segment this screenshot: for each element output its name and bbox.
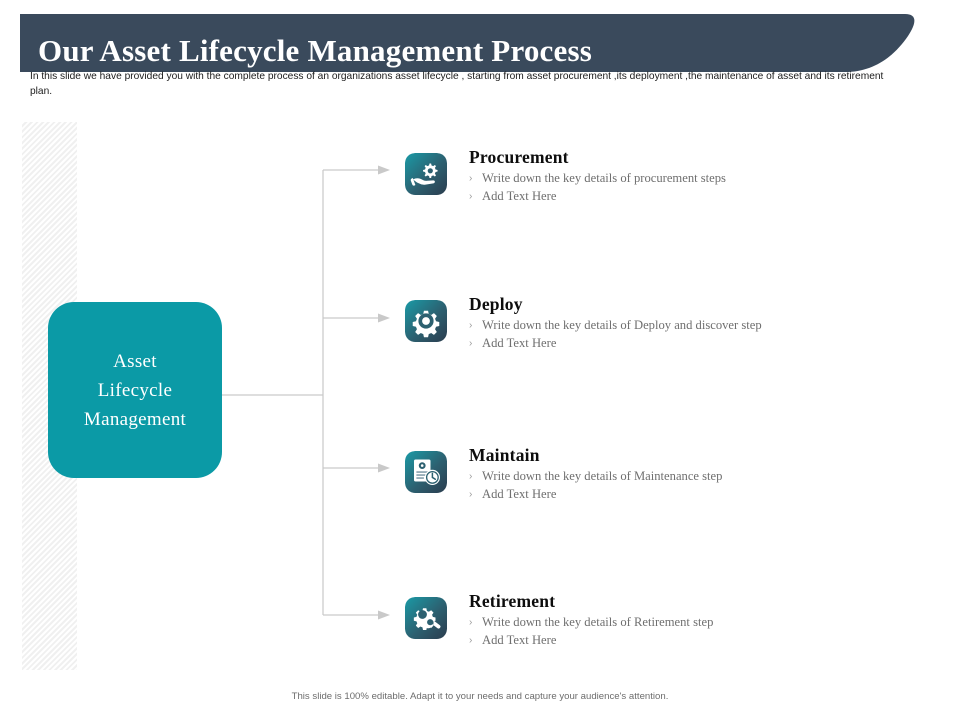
bullet-text: Write down the key details of Maintenanc… <box>482 469 723 483</box>
document-clock-icon <box>405 451 447 493</box>
step-deploy[interactable]: Deploy › Write down the key details of D… <box>405 294 885 356</box>
bullet-text: Write down the key details of Deploy and… <box>482 318 762 332</box>
gear-settings-icon <box>405 300 447 342</box>
slide-description: In this slide we have provided you with … <box>30 71 884 97</box>
chevron-right-icon: › <box>469 338 473 349</box>
step-title: Maintain <box>469 445 540 465</box>
bullet-text: Add Text Here <box>482 336 557 350</box>
bullet-item: › Write down the key details of procurem… <box>469 170 885 187</box>
bullet-item: › Add Text Here <box>469 486 885 503</box>
bullet-item: › Write down the key details of Retireme… <box>469 614 885 631</box>
chevron-right-icon: › <box>469 320 473 331</box>
step-body: Procurement › Write down the key details… <box>469 147 885 205</box>
step-title: Procurement <box>469 147 569 167</box>
chevron-right-icon: › <box>469 617 473 628</box>
core-node-label: Asset Lifecycle Management <box>83 350 187 430</box>
bullet-text: Add Text Here <box>482 487 557 501</box>
bullet-text: Write down the key details of Retirement… <box>482 615 714 629</box>
bullet-item: › Write down the key details of Maintena… <box>469 468 885 485</box>
bullet-item: › Add Text Here <box>469 335 885 352</box>
step-procurement[interactable]: Procurement › Write down the key details… <box>405 147 885 209</box>
page-title: Our Asset Lifecycle Management Process <box>38 33 592 68</box>
gear-in-hand-icon <box>405 153 447 195</box>
chevron-right-icon: › <box>469 489 473 500</box>
step-body: Deploy › Write down the key details of D… <box>469 294 885 352</box>
gear-wrench-icon <box>405 597 447 639</box>
chevron-right-icon: › <box>469 191 473 202</box>
bullet-item: › Add Text Here <box>469 632 885 649</box>
footer-note: This slide is 100% editable. Adapt it to… <box>291 691 669 702</box>
bullet-text: Write down the key details of procuremen… <box>482 171 726 185</box>
chevron-right-icon: › <box>469 635 473 646</box>
step-title: Deploy <box>469 294 523 314</box>
bullet-text: Add Text Here <box>482 633 557 647</box>
bullet-item: › Write down the key details of Deploy a… <box>469 317 885 334</box>
header-banner: Our Asset Lifecycle Management Process <box>0 14 960 72</box>
bullet-text: Add Text Here <box>482 189 557 203</box>
step-body: Retirement › Write down the key details … <box>469 591 885 649</box>
chevron-right-icon: › <box>469 471 473 482</box>
step-maintain[interactable]: Maintain › Write down the key details of… <box>405 445 885 507</box>
chevron-right-icon: › <box>469 173 473 184</box>
bullet-item: › Add Text Here <box>469 188 885 205</box>
header-shape <box>20 14 915 72</box>
step-title: Retirement <box>469 591 556 611</box>
step-body: Maintain › Write down the key details of… <box>469 445 885 503</box>
core-node-asset-lifecycle-management[interactable]: Asset Lifecycle Management <box>48 302 222 478</box>
step-retirement[interactable]: Retirement › Write down the key details … <box>405 591 885 653</box>
